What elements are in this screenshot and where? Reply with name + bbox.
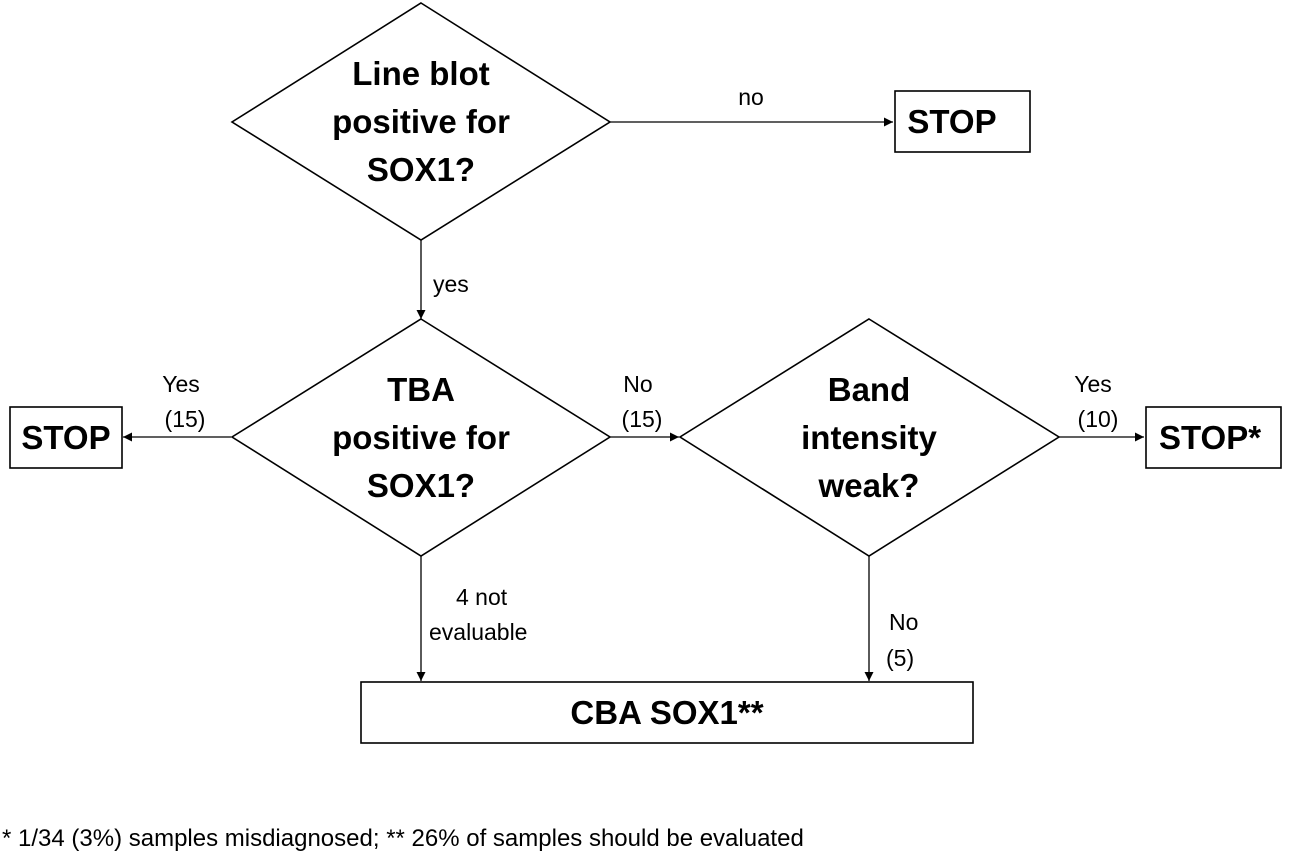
cba-box: CBA SOX1**	[360, 681, 974, 744]
footnote: * 1/34 (3%) samples misdiagnosed; ** 26%…	[2, 825, 804, 852]
cba-label: CBA SOX1**	[570, 694, 763, 731]
decision-band-line-3: weak?	[818, 467, 920, 504]
edge-label-tba-no-2: (15)	[622, 406, 663, 432]
stop-box-top: STOP	[894, 90, 1031, 153]
stop-left-label: STOP	[21, 419, 110, 456]
edge-label-not-evaluable-2: evaluable	[429, 619, 527, 645]
decision-band-line-1: Band	[828, 371, 911, 408]
stop-box-left: STOP	[9, 406, 123, 469]
decision-tba-line-3: SOX1?	[367, 467, 475, 504]
edge-label-not-evaluable-1: 4 not	[456, 584, 508, 610]
decision-line-blot: Line blot positive for SOX1?	[230, 2, 612, 241]
edge-label-band-no-1: No	[889, 609, 918, 635]
edge-label-tba-yes-1: Yes	[162, 371, 200, 397]
stop-right-label: STOP*	[1159, 419, 1261, 456]
decision-line-blot-line-1: Line blot	[352, 55, 489, 92]
decision-line-blot-line-2: positive for	[332, 103, 510, 140]
edge-label-band-yes-2: (10)	[1078, 406, 1119, 432]
decision-tba: TBA positive for SOX1?	[230, 318, 612, 557]
edge-label-tba-no-1: No	[623, 371, 652, 397]
decision-band-intensity: Band intensity weak?	[678, 318, 1061, 557]
decision-band-line-2: intensity	[801, 419, 937, 456]
decision-tba-line-1: TBA	[387, 371, 455, 408]
edge-label-band-yes-1: Yes	[1074, 371, 1112, 397]
edge-label-line-blot-yes: yes	[433, 271, 469, 297]
decision-tba-line-2: positive for	[332, 419, 510, 456]
edge-label-band-no-2: (5)	[886, 645, 914, 671]
stop-box-right: STOP*	[1145, 406, 1282, 469]
stop-top-label: STOP	[907, 103, 996, 140]
edge-label-line-blot-no: no	[738, 84, 764, 110]
decision-line-blot-line-3: SOX1?	[367, 151, 475, 188]
edge-label-tba-yes-2: (15)	[165, 406, 206, 432]
